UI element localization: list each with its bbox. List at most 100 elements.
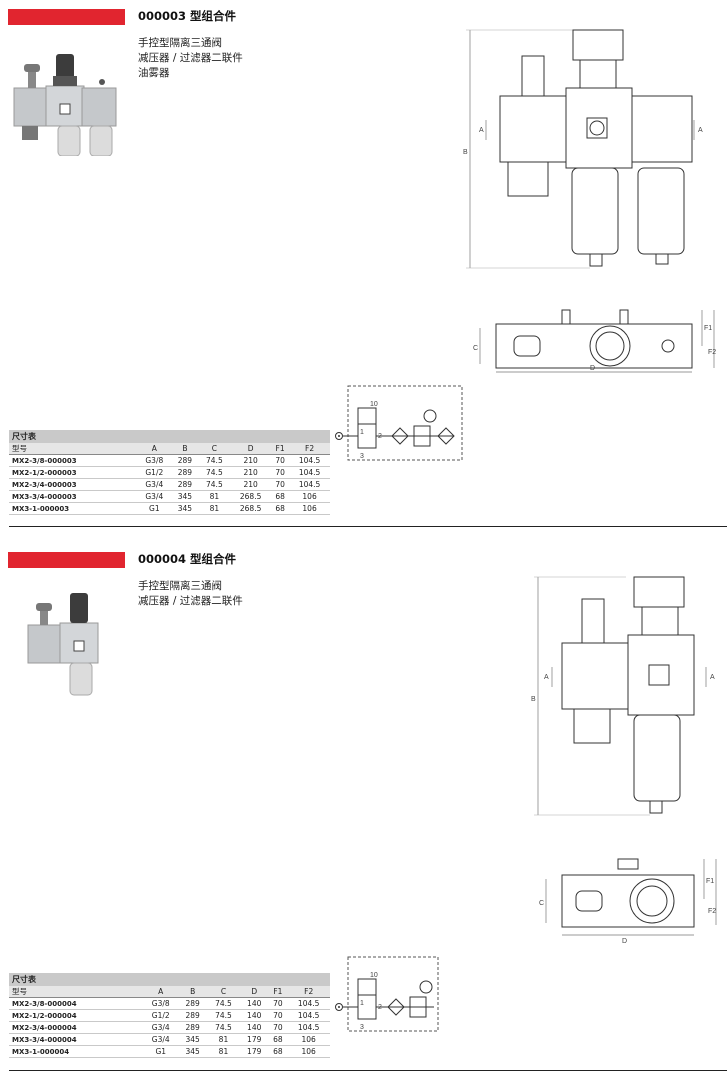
dim-label-d: D [622,938,627,945]
dim-label-a-right: A [710,674,715,681]
table-cell: 106 [289,490,330,503]
section-divider [9,1070,727,1071]
section-accent-bar [8,9,125,25]
table-cell: G1/2 [143,1009,179,1022]
table-cell: 345 [171,490,199,503]
table-cell: MX3-1-000004 [9,1045,144,1058]
table-cell: MX3-3/4-000003 [9,490,138,503]
table-cell: 70 [268,1009,288,1022]
table-cell: MX2-3/4-000004 [9,1021,144,1034]
product-photo [13,54,117,156]
table-row: MX2-3/8-000003 G3/8 289 74.5 210 70 104.… [9,454,330,467]
section-divider [9,526,727,527]
desc-line: 手控型隔离三通阀 [138,580,222,592]
table-cell: 81 [206,1033,241,1046]
table-cell: 104.5 [289,454,330,467]
section-title: 000003 型组合件 [138,9,237,23]
table-cell: 210 [230,454,272,467]
col-header: A [137,443,172,455]
table-row: MX3-3/4-000003 G3/4 345 81 268.5 68 106 [9,490,330,503]
table-cell: 289 [171,454,199,467]
table-cell: 74.5 [206,997,241,1010]
table-cell: 74.5 [206,1021,241,1034]
table-cell: 140 [240,1021,269,1034]
dim-label-d: D [590,365,595,372]
table-cell: MX2-1/2-000004 [9,1009,144,1022]
table-cell: 345 [178,1045,207,1058]
col-header: F2 [287,986,330,998]
table-cell: 289 [178,1021,207,1034]
port-label-3: 3 [360,1024,364,1031]
dim-label-f2: F2 [708,908,716,915]
dim-label-b: B [531,696,536,703]
table-row: MX3-3/4-000004 G3/4 345 81 179 68 106 [9,1033,330,1046]
pneumatic-schematic: 10 1 2 3 [335,956,439,1032]
table-cell: 74.5 [198,454,231,467]
table-cell: G3/4 [143,1033,179,1046]
table-row: MX2-3/8-000004 G3/8 289 74.5 140 70 104.… [9,997,330,1010]
col-header: F1 [271,443,290,455]
table-cell: 106 [289,502,330,515]
table-caption: 尺寸表 [9,430,330,443]
table-cell: 289 [178,997,207,1010]
table-cell: 268.5 [230,502,272,515]
col-header: B [171,443,199,455]
table-cell: G1 [143,1045,179,1058]
dim-label-a-left: A [544,674,549,681]
table-cell: 70 [268,1021,288,1034]
table-cell: 179 [240,1045,269,1058]
table-cell: 81 [198,490,231,503]
table-cell: G1 [137,502,172,515]
front-view-drawing: B A A [463,29,703,269]
table-row: MX3-1-000003 G1 345 81 268.5 68 106 [9,502,330,515]
dimension-table-grid: 型号 A B C D F1 F2 MX2-3/8-000003 G3/8 289… [9,443,330,515]
table-cell: 74.5 [206,1009,241,1022]
table-cell: 81 [198,502,231,515]
dimension-table-grid: 型号 A B C D F1 F2 MX2-3/8-000004 G3/8 289… [9,986,330,1058]
table-cell: 210 [230,478,272,491]
table-cell: 210 [230,466,272,479]
table-cell: 104.5 [289,478,330,491]
dim-label-f1: F1 [706,878,714,885]
table-cell: G3/8 [137,454,172,467]
table-cell: G1/2 [137,466,172,479]
dim-label-a-right: A [698,127,703,134]
dim-label-c: C [473,345,478,352]
table-row: MX2-3/4-000003 G3/4 289 74.5 210 70 104.… [9,478,330,491]
desc-line: 油雾器 [138,67,170,79]
table-cell: 140 [240,1009,269,1022]
table-cell: 104.5 [287,1009,330,1022]
desc-line: 减压器 / 过滤器二联件 [138,52,243,64]
table-cell: 179 [240,1033,269,1046]
table-cell: G3/8 [143,997,179,1010]
dim-label-f1: F1 [704,325,712,332]
table-cell: 289 [171,478,199,491]
table-caption: 尺寸表 [9,973,330,986]
col-header: C [198,443,231,455]
col-header: 型号 [9,443,138,455]
table-row: MX2-1/2-000003 G1/2 289 74.5 210 70 104.… [9,466,330,479]
desc-line: 减压器 / 过滤器二联件 [138,595,243,607]
table-cell: MX3-3/4-000004 [9,1033,144,1046]
section-000003: 000003 型组合件 手控型隔离三通阀 减压器 / 过滤器二联件 油雾器 B … [0,0,727,537]
table-cell: G3/4 [137,490,172,503]
col-header: D [230,443,272,455]
table-cell: 104.5 [289,466,330,479]
table-cell: 104.5 [287,997,330,1010]
dim-label-f2: F2 [708,349,716,356]
table-cell: 104.5 [287,1021,330,1034]
table-cell: 345 [171,502,199,515]
table-cell: 70 [271,454,290,467]
pneumatic-schematic: 10 1 2 3 [335,385,463,461]
table-cell: 68 [271,490,290,503]
port-label-10: 10 [370,401,378,408]
product-photo [27,593,99,696]
table-cell: MX2-1/2-000003 [9,466,138,479]
col-header: B [178,986,207,998]
table-cell: 68 [268,1045,288,1058]
port-label-10: 10 [370,972,378,979]
port-label-1: 1 [360,429,364,436]
table-cell: MX2-3/4-000003 [9,478,138,491]
table-cell: G3/4 [137,478,172,491]
front-view-drawing: B A A [531,576,715,816]
